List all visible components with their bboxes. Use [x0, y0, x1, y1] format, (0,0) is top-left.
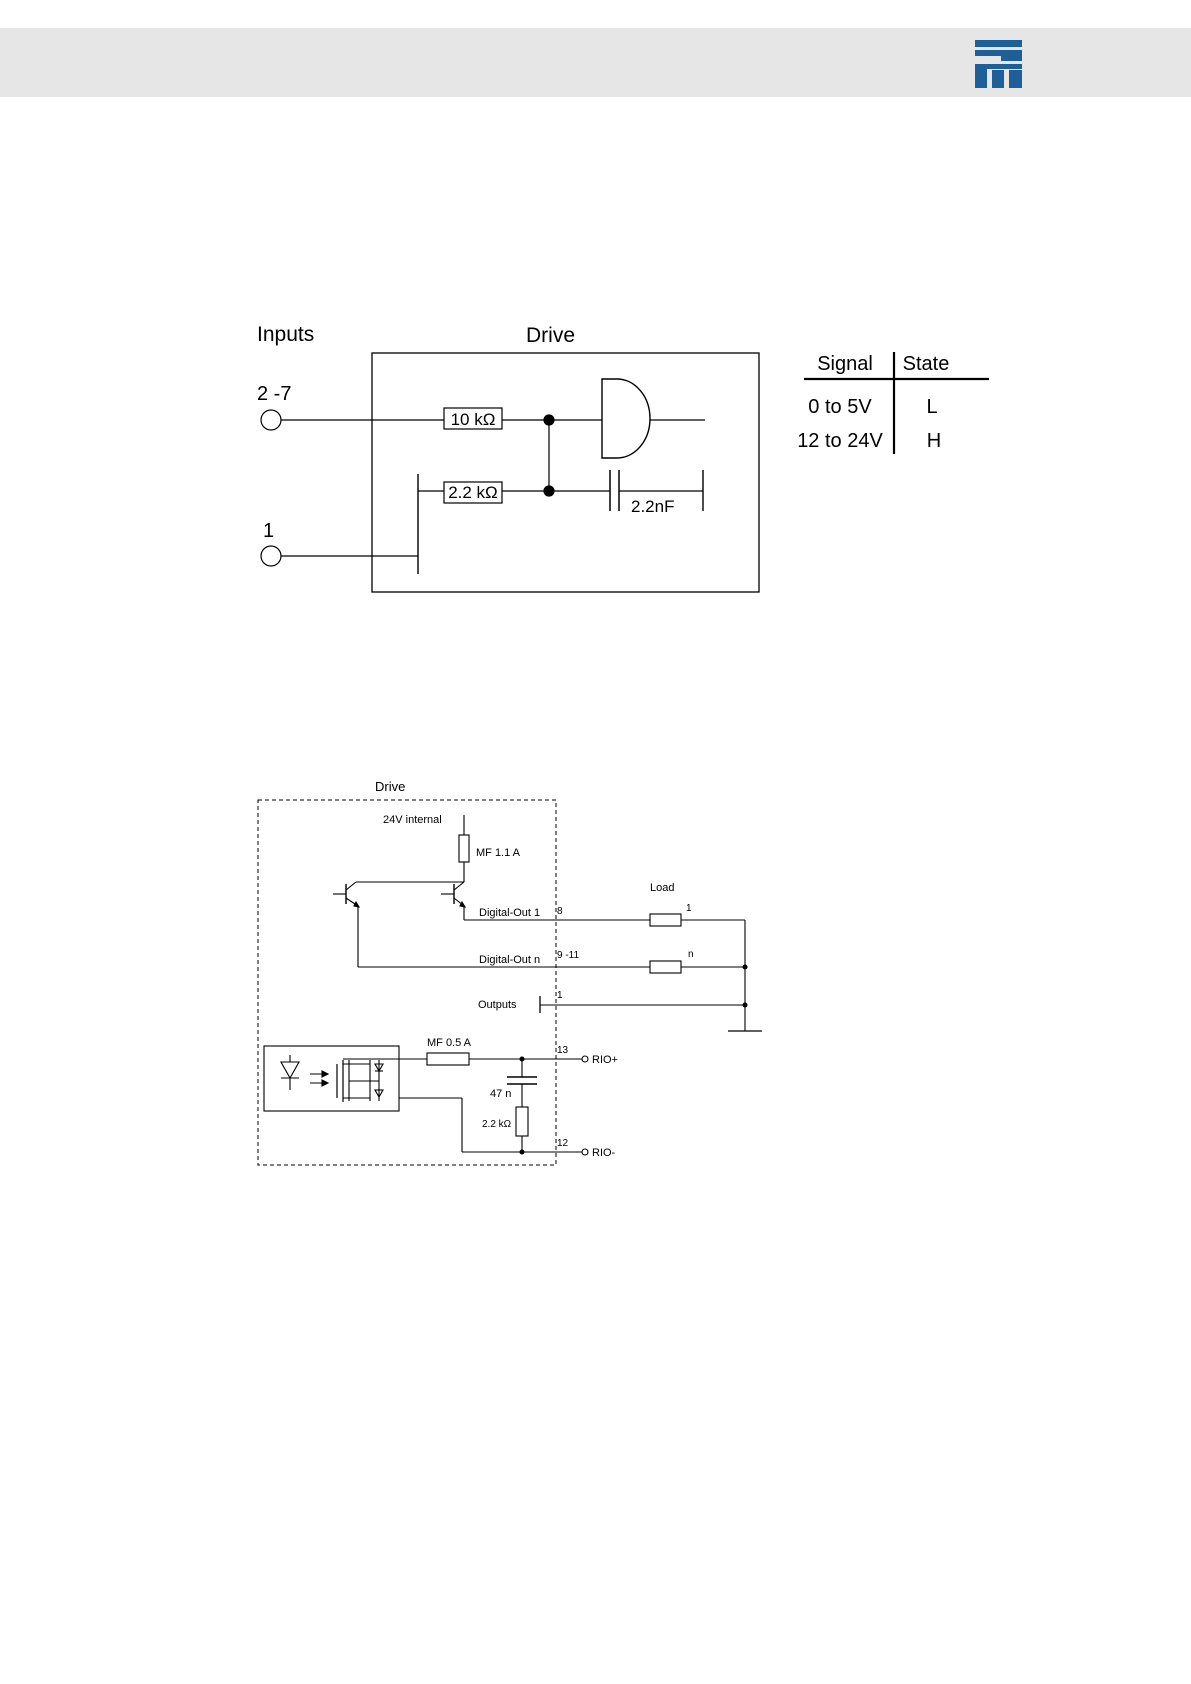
resistor-pulldown-label: 2.2 kΩ [448, 483, 498, 502]
load-1-label: 1 [686, 903, 692, 914]
terminal-ground-label: 1 [263, 520, 274, 542]
load-n-label: n [688, 949, 694, 960]
inputs-heading: Inputs [257, 323, 314, 346]
fuse-main-label: MF 1.1 A [476, 847, 521, 859]
rio-minus-label: RIO- [592, 1147, 616, 1159]
resistor-series-label: 10 kΩ [451, 410, 496, 429]
load-label: Load [650, 882, 674, 894]
digital-out-n-label: Digital-Out n [479, 954, 540, 966]
output-diagram-labels: Drive 24V internal MF 1.1 A Load Digital… [375, 779, 694, 1159]
supply-label: 24V internal [383, 814, 442, 826]
table-cell-state: L [926, 396, 937, 418]
pin-8-label: 8 [557, 906, 563, 917]
digital-out-1-label: Digital-Out 1 [479, 907, 540, 919]
capacitor-47n-label: 47 n [490, 1088, 511, 1100]
input-diagram-labels: Inputs Drive 2 -7 1 10 kΩ 2.2 kΩ 2.2nF [257, 323, 674, 542]
outputs-label: Outputs [478, 999, 517, 1011]
drive-heading: Drive [526, 324, 575, 347]
table-cell-state: H [927, 430, 941, 452]
pin-1-label: 1 [557, 990, 563, 1001]
table-cell-signal: 0 to 5V [808, 396, 872, 418]
capacitor-label: 2.2nF [631, 497, 674, 516]
pin-9-11-label: 9 -11 [557, 950, 579, 961]
output-drive-heading: Drive [375, 779, 405, 794]
fuse-rio-label: MF 0.5 A [427, 1037, 472, 1049]
signal-state-table: Signal State 0 to 5V L 12 to 24V H [797, 352, 989, 454]
pin-13-label: 13 [557, 1045, 569, 1056]
table-header-state: State [903, 353, 950, 375]
table-cell-signal: 12 to 24V [797, 430, 883, 452]
table-header-signal: Signal [817, 353, 873, 375]
resistor-2k2-label: 2.2 kΩ [482, 1119, 512, 1130]
rio-plus-label: RIO+ [592, 1054, 618, 1066]
terminal-inputs-label: 2 -7 [257, 383, 291, 405]
pin-12-label: 12 [557, 1138, 569, 1149]
input-circuit-diagram [261, 353, 759, 592]
